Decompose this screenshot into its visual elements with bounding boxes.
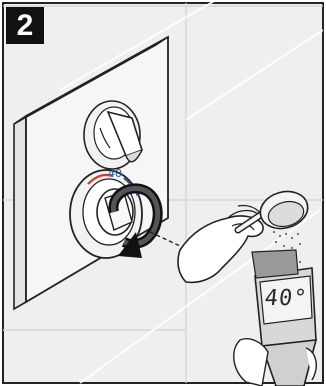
thermometer-reading: 40° xyxy=(262,284,309,314)
wall-plate-edge xyxy=(14,116,26,309)
step-number-badge: 2 xyxy=(6,7,44,44)
thermometer-probe-top xyxy=(252,250,298,278)
thermostat-scale-label: 40 xyxy=(102,167,128,181)
